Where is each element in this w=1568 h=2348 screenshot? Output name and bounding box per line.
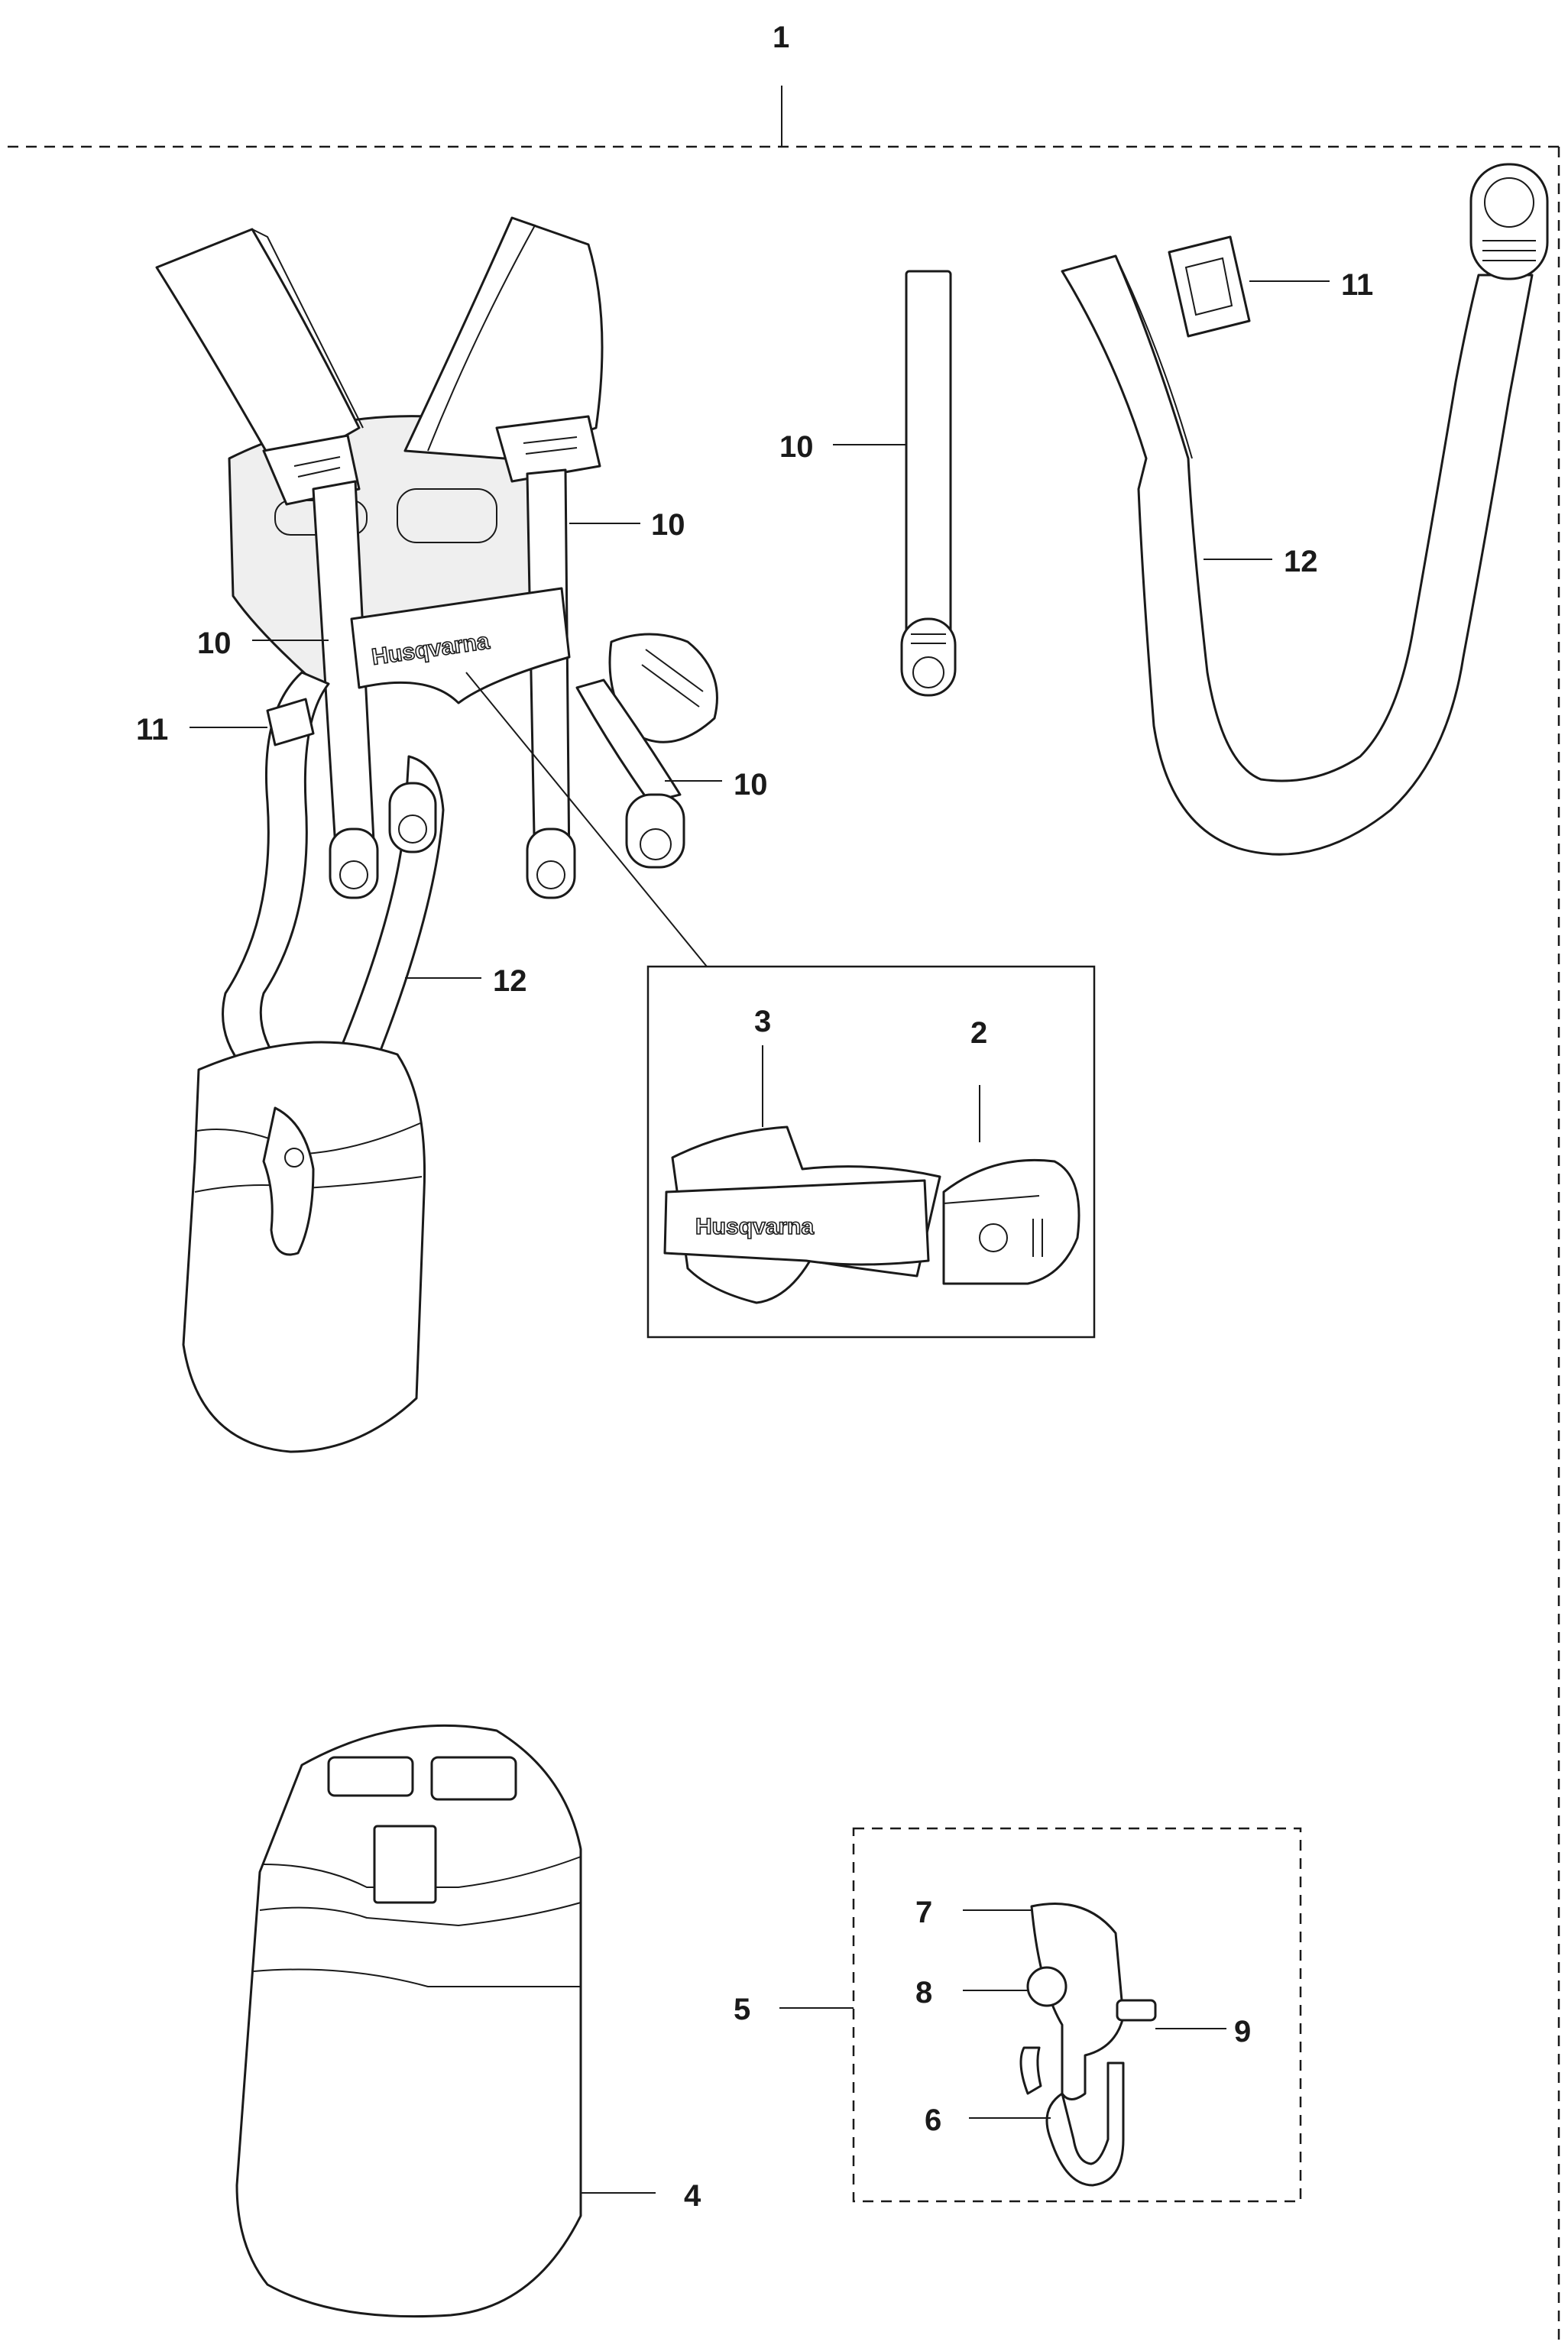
callout-2: 2 bbox=[970, 1016, 987, 1050]
part3-brand-logo: Husqvarna bbox=[695, 1214, 814, 1239]
callout-10-strap: 10 bbox=[779, 430, 814, 464]
callout-10-harness-left: 10 bbox=[197, 627, 232, 660]
callout-10-harness-lower: 10 bbox=[734, 768, 768, 802]
callout-12-strap: 12 bbox=[1284, 545, 1318, 578]
callout-1: 1 bbox=[773, 21, 789, 54]
callout-3: 3 bbox=[754, 1005, 771, 1038]
callout-11-buckle: 11 bbox=[1341, 268, 1373, 302]
harness-assembly: Husqvarna bbox=[155, 216, 718, 1453]
callout-5: 5 bbox=[734, 1993, 750, 2026]
callouts: 1 10 10 11 10 12 10 11 12 3 2 5 7 8 9 6 … bbox=[136, 21, 1373, 2213]
leader-lines bbox=[190, 280, 1330, 2194]
callout-12-harness: 12 bbox=[493, 964, 527, 998]
strap-part-12 bbox=[1061, 163, 1549, 856]
callout-8: 8 bbox=[915, 1976, 932, 2010]
callout-6: 6 bbox=[925, 2103, 941, 2137]
callout-11-harness: 11 bbox=[136, 713, 168, 747]
assembly-boundary bbox=[8, 86, 1560, 2343]
buckle-part-11 bbox=[1168, 235, 1251, 338]
bag-part-4 bbox=[235, 1724, 582, 2318]
callout-7: 7 bbox=[915, 1896, 932, 1929]
callout-10-harness-right: 10 bbox=[651, 508, 685, 542]
callout-9: 9 bbox=[1234, 2015, 1251, 2048]
strap-part-10 bbox=[900, 270, 957, 697]
detail-box-chest-pad: Husqvarna bbox=[465, 672, 1096, 1339]
detail-box-snap-hook bbox=[852, 1827, 1302, 2203]
callout-4: 4 bbox=[684, 2179, 701, 2213]
